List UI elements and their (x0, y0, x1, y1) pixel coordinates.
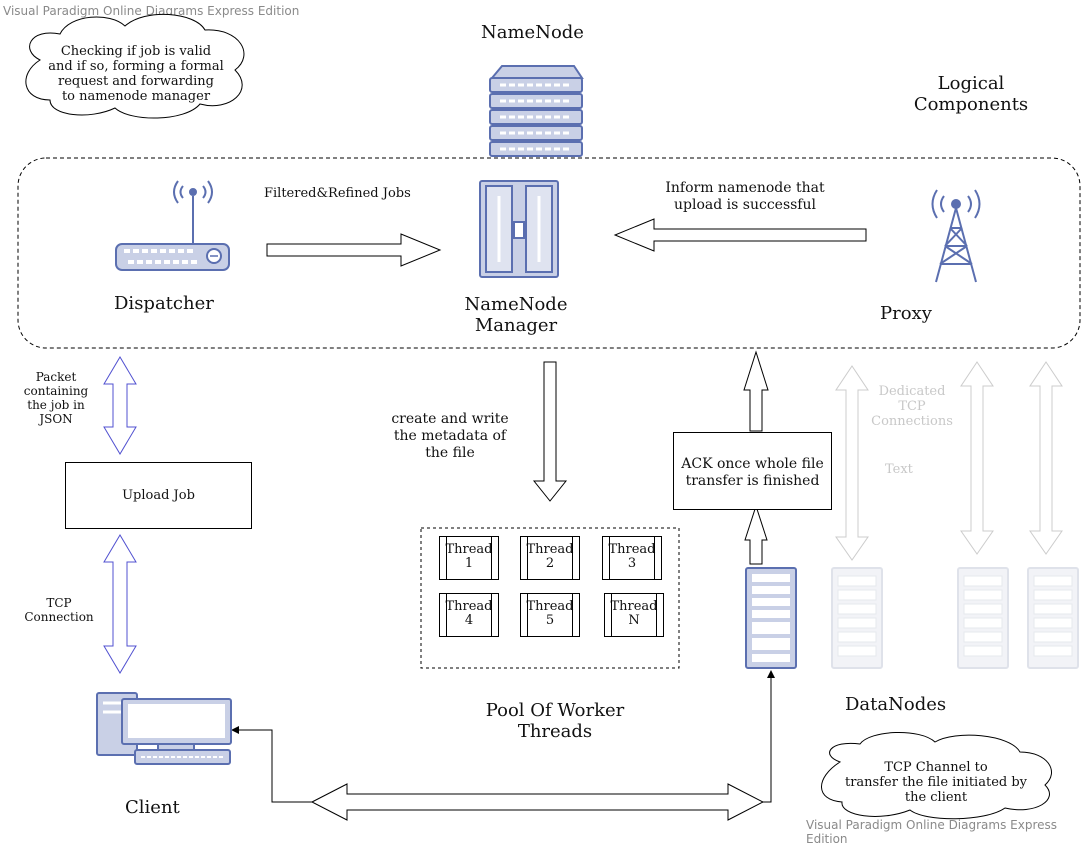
cloud-bottom-line-3: the client (904, 790, 968, 805)
proxy-tower-icon (931, 189, 981, 283)
datanodes-label: DataNodes (845, 694, 947, 715)
tcp-double-arrow (103, 534, 137, 674)
create-write-line-2: the metadata of (393, 428, 507, 444)
thread-number: 4 (464, 613, 474, 628)
dedicated-tcp-line-1: Dedicated (878, 384, 946, 399)
cloud-bottom-line-2: transfer the file initiated by (844, 775, 1028, 790)
thread-number: 5 (545, 613, 555, 628)
router-icon (115, 180, 230, 271)
cloud-top-line-4: to namenode manager (61, 89, 211, 104)
datanode-up-arrow (744, 504, 768, 565)
thread-number: 1 (464, 556, 474, 571)
thread-label: Thread (445, 599, 493, 614)
cloud-top-line-1: Checking if job is valid (60, 44, 212, 59)
upload-job-box: Upload Job (65, 462, 252, 529)
ack-line-1: ACK once whole file (681, 456, 824, 472)
ack-line-2: transfer is finished (685, 473, 820, 489)
logical-components-line-2: Components (913, 94, 1029, 115)
packet-line-3: the job in (27, 398, 85, 412)
client-computer-icon (96, 692, 232, 765)
filtered-jobs-arrow (266, 233, 442, 267)
cloud-bottom-line-1: TCP Channel to (884, 760, 988, 775)
ack-box: ACK once whole file transfer is finished (673, 432, 832, 510)
dedicated-tcp-line-3: Connections (871, 414, 953, 429)
create-write-line-1: create and write (391, 411, 509, 427)
thread-label: Thread (445, 542, 493, 557)
packet-line-1: Packet (35, 370, 77, 384)
thread-box: Thread 4 (439, 593, 499, 637)
thread-box: Thread 5 (520, 593, 580, 637)
watermark-top: Visual Paradigm Online Diagrams Express … (3, 4, 300, 18)
thread-box: Thread N (604, 593, 664, 637)
packet-line-2: containing (23, 384, 89, 398)
thread-label: Thread (610, 599, 658, 614)
create-write-line-3: the file (425, 445, 475, 461)
inform-text-line-2: upload is successful (674, 197, 816, 213)
ack-up-arrow (743, 350, 769, 432)
filtered-jobs-label: Filtered&Refined Jobs (264, 186, 411, 201)
packet-line-4: JSON (39, 412, 73, 426)
thread-box: Thread 2 (520, 536, 580, 580)
namenode-manager-icon (479, 180, 559, 278)
cloud-bottom-shape (821, 732, 1052, 820)
logical-components-line-1: Logical (937, 73, 1005, 94)
thread-label: Thread (526, 599, 574, 614)
proxy-label: Proxy (880, 303, 932, 324)
thread-number: 3 (627, 556, 637, 571)
namenode-manager-line-1: NameNode (464, 294, 568, 315)
pool-title-line-2: Threads (517, 721, 593, 742)
thread-box: Thread 3 (602, 536, 662, 580)
thread-label: Thread (608, 542, 656, 557)
client-label: Client (125, 797, 180, 818)
thread-label: Thread (526, 542, 574, 557)
text-placeholder: Text (885, 462, 913, 477)
dedicated-tcp-line-2: TCP (898, 399, 926, 414)
datanode-rack-icon (745, 567, 797, 669)
pool-title-line-1: Pool Of Worker (485, 700, 625, 721)
connector-to-datanode (763, 670, 775, 803)
cloud-top-line-2: and if so, forming a formal (48, 59, 224, 74)
thread-number: 2 (545, 556, 555, 571)
thread-box: Thread 1 (439, 536, 499, 580)
namenode-server-icon (489, 65, 584, 157)
dispatcher-label: Dispatcher (114, 293, 214, 314)
faded-datanode-racks (831, 567, 1079, 669)
tcp-connection-line-2: Connection (24, 610, 94, 624)
packet-double-arrow (103, 356, 137, 455)
cloud-top-line-3: request and forwarding (57, 74, 215, 89)
connector-to-client (231, 726, 312, 803)
thread-number: N (628, 613, 640, 628)
inform-text-line-1: Inform namenode that (665, 180, 825, 196)
namenode-title: NameNode (481, 22, 584, 43)
logical-components-container (17, 157, 1081, 349)
namenode-manager-line-2: Manager (474, 315, 558, 336)
tcp-connection-line-1: TCP (46, 596, 72, 610)
create-metadata-arrow (532, 361, 568, 502)
cloud-top-shape (25, 13, 245, 119)
file-transfer-double-arrow (310, 783, 765, 821)
dedicated-tcp-arrows (835, 361, 1063, 561)
inform-namenode-arrow (613, 218, 867, 252)
thread-pool-container (420, 527, 680, 669)
